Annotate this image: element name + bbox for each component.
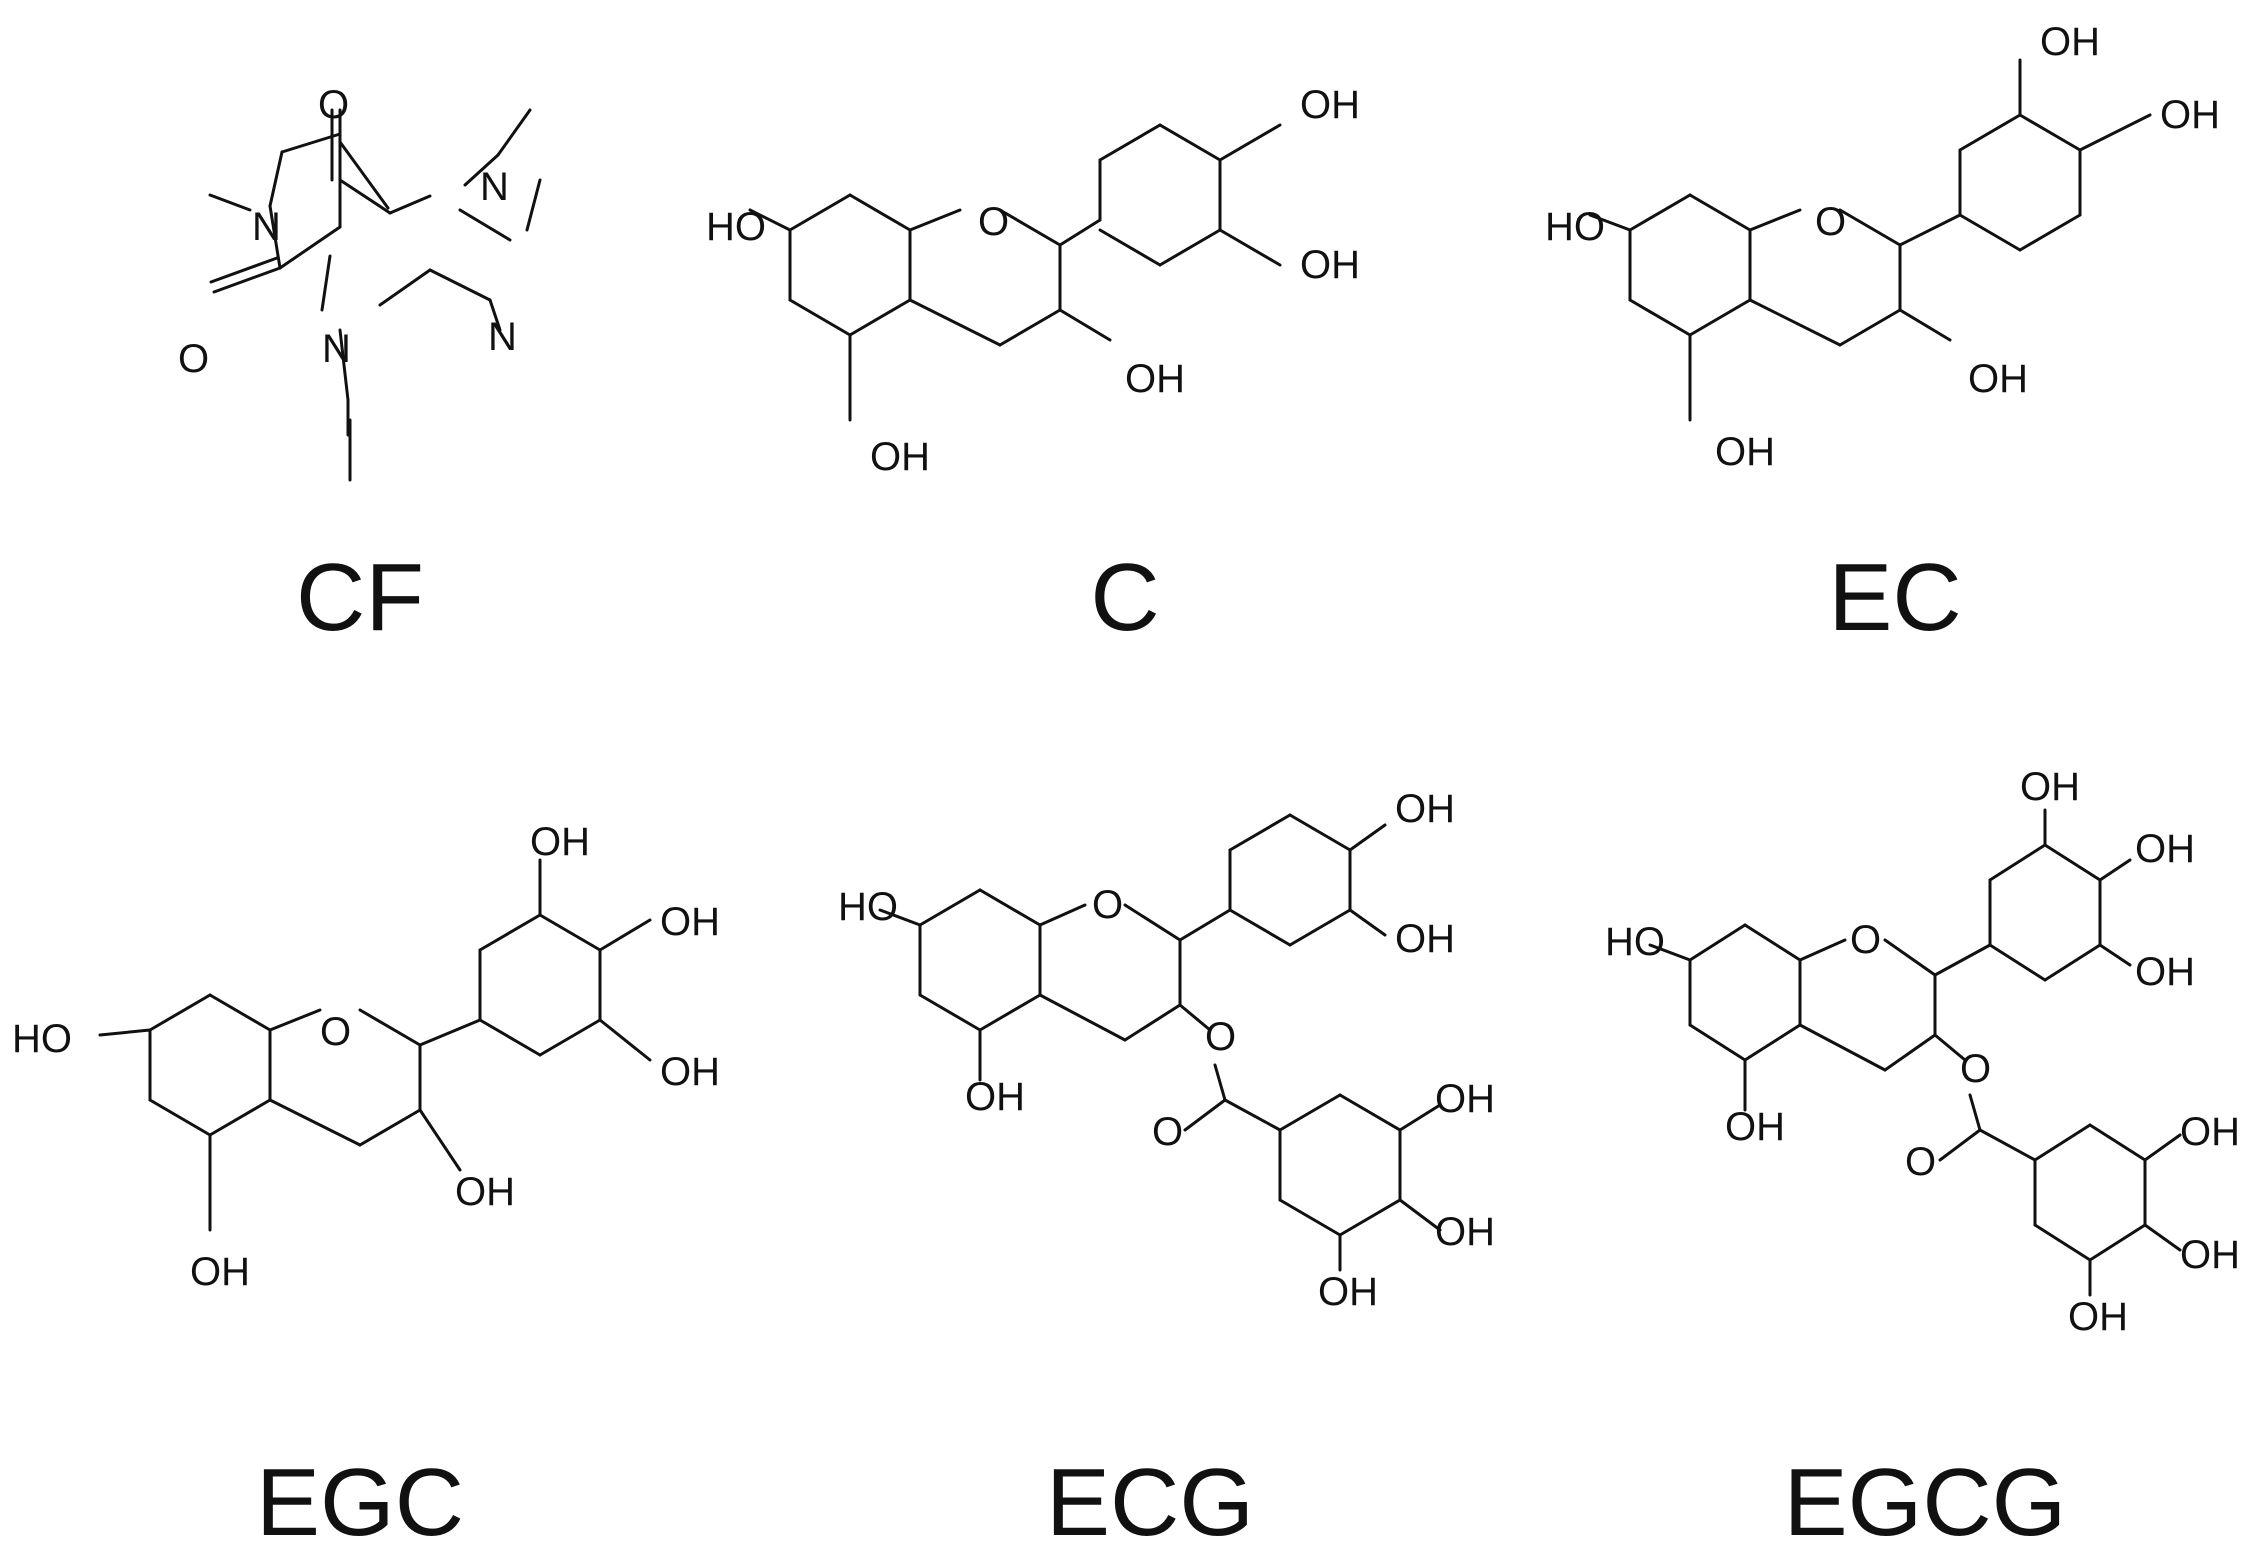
atom-label: O xyxy=(1960,1047,1991,1091)
atom-label: OH xyxy=(660,1050,720,1094)
molecule-cf: O N N O N N CF xyxy=(178,83,542,651)
atom-label: O xyxy=(1092,883,1123,927)
atom-label: OH xyxy=(1435,1077,1495,1121)
molecule-name: ECG xyxy=(1046,1449,1254,1555)
atom-label: OH xyxy=(1318,1270,1378,1314)
atom-label: O xyxy=(1152,1110,1183,1154)
atom-label: OH xyxy=(1395,917,1455,961)
atom-label: OH xyxy=(870,435,930,479)
atom-label: O xyxy=(978,200,1009,244)
atom-label: OH xyxy=(2160,93,2220,137)
atom-label: O xyxy=(320,1010,351,1054)
atom-label: OH xyxy=(2068,1295,2128,1339)
molecule-egc: OH OH OH HO O OH OH EGC xyxy=(12,820,720,1555)
atom-label: OH xyxy=(2135,827,2195,871)
molecule-egcg: OH OH OH HO O O OH O OH OH OH EGCG xyxy=(1605,765,2240,1555)
molecule-name: EC xyxy=(1828,544,1961,651)
atom-label: N xyxy=(480,165,509,209)
atom-label: OH xyxy=(965,1075,1025,1119)
atom-label: OH xyxy=(1300,83,1360,127)
atom-label: O xyxy=(1205,1015,1236,1059)
molecule-c: OH OH HO O OH OH C xyxy=(706,83,1360,651)
atom-label: HO xyxy=(1605,920,1665,964)
atom-label: O xyxy=(1815,200,1846,244)
atom-label: HO xyxy=(706,205,766,249)
atom-label: O xyxy=(178,337,209,381)
atom-label: N xyxy=(488,315,517,359)
atom-label: OH xyxy=(1725,1105,1785,1149)
atom-label: HO xyxy=(838,885,898,929)
atom-label: OH xyxy=(1715,430,1775,474)
atom-label: OH xyxy=(1968,357,2028,401)
atom-label: HO xyxy=(12,1017,72,1061)
molecule-name: EGC xyxy=(256,1449,464,1555)
atom-label: OH xyxy=(2180,1110,2240,1154)
atom-label: HO xyxy=(1545,205,1605,249)
atom-label: O xyxy=(1905,1140,1936,1184)
molecule-name: CF xyxy=(296,544,424,651)
atom-label: OH xyxy=(1300,243,1360,287)
atom-label: O xyxy=(1850,918,1881,962)
atom-label: O xyxy=(318,83,349,127)
molecule-name: C xyxy=(1090,544,1159,651)
atom-label: OH xyxy=(1395,787,1455,831)
atom-label: N xyxy=(252,205,281,249)
atom-label: N xyxy=(322,327,351,371)
molecule-name: EGCG xyxy=(1784,1449,2067,1555)
atom-label: OH xyxy=(2020,765,2080,809)
atom-label: OH xyxy=(455,1170,515,1214)
molecule-ec: OH OH HO O OH OH EC xyxy=(1545,20,2220,651)
atom-label: OH xyxy=(2180,1233,2240,1277)
atom-label: OH xyxy=(1435,1210,1495,1254)
atom-label: OH xyxy=(2040,20,2100,64)
atom-label: OH xyxy=(190,1250,250,1294)
atom-label: OH xyxy=(2135,950,2195,994)
molecule-ecg: OH OH HO O O OH O OH OH OH ECG xyxy=(838,787,1495,1555)
atom-label: OH xyxy=(1125,357,1185,401)
atom-label: OH xyxy=(660,900,720,944)
atom-label: OH xyxy=(530,820,590,864)
